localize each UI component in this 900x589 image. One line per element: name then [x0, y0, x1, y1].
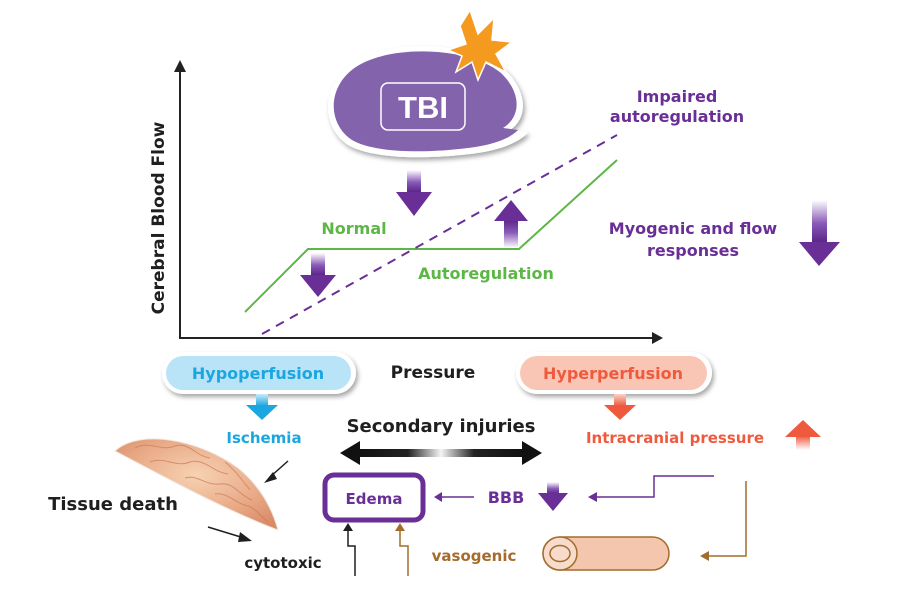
arrow-up-icon	[785, 420, 821, 450]
cytotoxic-arrowhead	[343, 523, 353, 531]
y-axis-arrowhead	[174, 60, 186, 72]
arrow-down-icon	[799, 200, 840, 266]
tbi-label: TBI	[398, 90, 448, 125]
tissue-death-label: Tissue death	[48, 494, 178, 515]
brain-tissue-image	[114, 438, 279, 531]
arrow-down-icon	[538, 482, 568, 511]
impaired-label-line1: Impaired	[637, 87, 718, 106]
arrow-down-icon	[246, 394, 278, 420]
double-arrow-icon	[340, 441, 542, 465]
myogenic-label-line2: responses	[647, 241, 739, 260]
blood-vessel-icon	[542, 536, 670, 571]
y-axis-label: Cerebral Blood Flow	[149, 121, 169, 314]
edema-box	[322, 472, 426, 523]
icp-to-vessel-connector	[708, 481, 747, 557]
tissue-death-arrow	[207, 526, 245, 539]
myogenic-label-line1: Myogenic and flow	[609, 219, 778, 238]
vasogenic-connector	[399, 530, 409, 576]
cytotoxic-connector	[347, 530, 356, 576]
secondary-injuries-label: Secondary injuries	[347, 416, 536, 437]
autoregulation-label: Autoregulation	[418, 264, 554, 283]
x-axis-label: Pressure	[391, 363, 476, 383]
tbi-bubble-body	[333, 51, 518, 152]
ischemia-arrowhead	[264, 472, 277, 483]
icp-to-bbb-connector	[596, 475, 714, 498]
bbb-label: BBB	[488, 488, 525, 507]
icp-to-vessel-arrowhead	[700, 551, 709, 561]
arrow-down-icon	[604, 394, 636, 420]
hypoperfusion-pill-fill	[166, 356, 351, 390]
hypoperfusion-label: Hypoperfusion	[192, 364, 324, 383]
x-axis-arrowhead	[652, 332, 663, 344]
impaired-autoregulation-line	[261, 134, 618, 335]
arrow-down-icon	[396, 170, 432, 216]
burst-icon	[445, 8, 514, 83]
brain-gyri	[134, 444, 269, 523]
vasogenic-label: vasogenic	[432, 547, 517, 565]
cytotoxic-label: cytotoxic	[244, 554, 321, 572]
vasogenic-arrowhead	[395, 523, 405, 531]
icp-to-bbb-arrowhead	[588, 492, 597, 502]
arrow-down-icon	[300, 253, 336, 297]
bbb-to-edema-arrowhead	[434, 492, 442, 502]
graph-axes	[174, 60, 663, 344]
normal-label: Normal	[321, 219, 386, 238]
edema-label: Edema	[346, 490, 403, 508]
intracranial-pressure-label: Intracranial pressure	[586, 429, 764, 447]
tissue-death-arrowhead	[238, 532, 252, 542]
hyperperfusion-label: Hyperperfusion	[543, 364, 683, 383]
impaired-label-line2: autoregulation	[610, 107, 744, 126]
tbi-label-box	[380, 82, 466, 131]
ischemia-label: Ischemia	[226, 429, 301, 447]
normal-autoregulation-curve	[244, 159, 618, 313]
arrow-up-icon	[494, 200, 528, 248]
hyperperfusion-pill-fill	[520, 356, 707, 390]
